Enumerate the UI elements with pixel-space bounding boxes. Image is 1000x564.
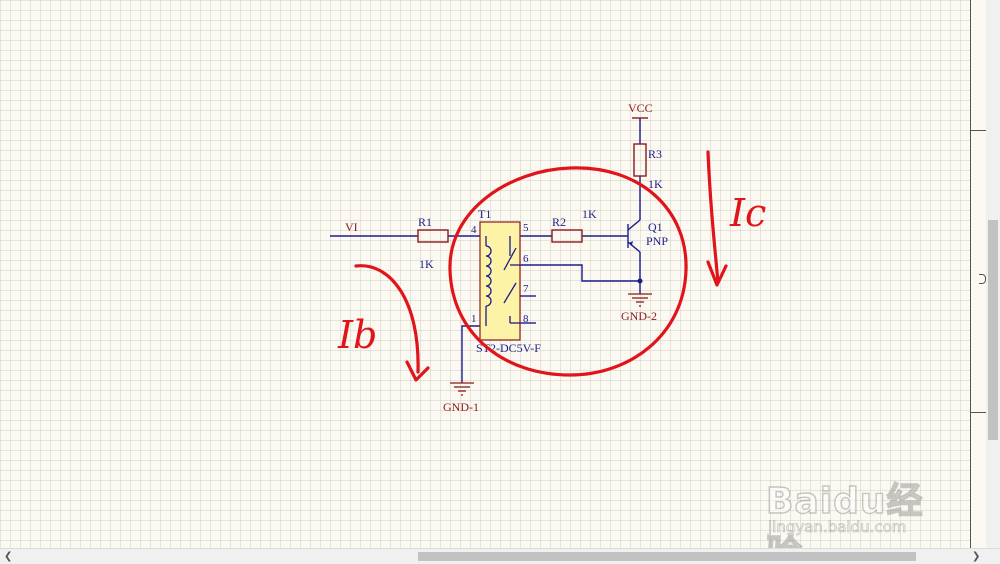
r1-value-label: 1K <box>419 257 434 271</box>
horizontal-scrollbar[interactable]: ❮ ❯ <box>0 548 1000 564</box>
relay-pin-4: 4 <box>471 224 477 236</box>
gnd1-label: GND-1 <box>443 400 479 414</box>
wire-relay-pin6 <box>520 264 640 282</box>
junction-dot <box>637 278 643 284</box>
relay-pin-8: 8 <box>523 313 529 325</box>
ib-annotation: Ib <box>337 313 377 357</box>
highlight-ellipse <box>448 166 688 377</box>
schematic-drawing: VI R1 1K T1 ST2-DC5V-F 4 5 6 7 1 8 R2 1K… <box>330 101 766 414</box>
sheet-border-strip <box>970 0 987 548</box>
relay-pin-1: 1 <box>471 313 477 325</box>
relay-switch-1 <box>503 247 517 271</box>
border-tick <box>971 130 987 131</box>
horizontal-scrollbar-thumb[interactable] <box>418 552 916 561</box>
border-tick <box>979 274 986 284</box>
relay-coil <box>485 245 492 307</box>
ic-annotation: Ic <box>729 191 766 235</box>
ic-arrow-head <box>706 260 728 287</box>
q1-type-label: PNP <box>646 234 668 248</box>
vcc-label: VCC <box>628 101 653 115</box>
ic-arrow-line <box>706 150 720 284</box>
ib-arrow-head <box>405 360 430 382</box>
resistor-r2[interactable] <box>551 229 583 243</box>
q1-collector <box>627 219 641 231</box>
vertical-scrollbar[interactable] <box>986 0 1000 548</box>
r2-ref-label: R2 <box>552 215 566 229</box>
watermark-brand: Baidu经验 <box>765 480 924 548</box>
q1-emitter <box>627 241 641 253</box>
relay-t1-body[interactable] <box>479 221 521 341</box>
resistor-r3[interactable] <box>633 143 647 177</box>
resistor-r1[interactable] <box>417 229 449 243</box>
r3-ref-label: R3 <box>648 147 662 161</box>
relay-pin-6: 6 <box>523 253 529 265</box>
relay-switch-2 <box>503 282 517 304</box>
relay-ref-label: T1 <box>478 207 491 221</box>
r3-value-label: 1K <box>648 177 663 191</box>
r1-ref-label: R1 <box>418 215 432 229</box>
input-net-label: VI <box>345 220 358 234</box>
q1-emitter-arrow <box>629 241 633 245</box>
scroll-left-icon[interactable]: ❮ <box>4 551 13 562</box>
r2-value-label: 1K <box>582 207 597 221</box>
vertical-scrollbar-thumb[interactable] <box>988 220 998 440</box>
relay-pin-7: 7 <box>523 283 529 295</box>
gnd2-symbol <box>628 293 652 307</box>
q1-ref-label: Q1 <box>648 220 663 234</box>
scroll-right-icon[interactable]: ❯ <box>972 551 981 562</box>
ib-arrow-curve <box>354 264 420 374</box>
watermark-url: jingyan.baidu.com <box>768 518 907 537</box>
gnd2-label: GND-2 <box>621 309 657 323</box>
relay-pin-5: 5 <box>523 222 529 234</box>
wire-relay-gnd1 <box>461 325 480 383</box>
schematic-canvas[interactable]: VI R1 1K T1 ST2-DC5V-F 4 5 6 7 1 8 R2 1K… <box>0 0 970 548</box>
gnd1-symbol <box>450 382 474 396</box>
border-tick <box>971 412 987 413</box>
watermark: Baidu经验 jingyan.baidu.com <box>762 452 952 548</box>
